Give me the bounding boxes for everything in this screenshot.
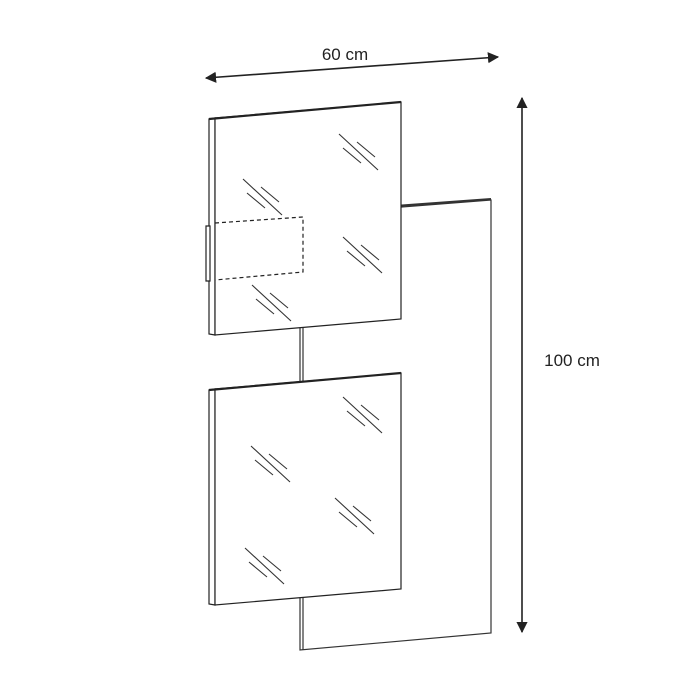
bottom-mirror-edge [208, 388, 216, 606]
top-mirror [205, 100, 402, 336]
width-dimension-arrow [204, 52, 500, 83]
bottom-mirror [208, 371, 402, 606]
bottom-mirror-glass [214, 372, 402, 606]
height-label: 100 cm [544, 351, 600, 370]
top-mirror-glass [214, 101, 402, 336]
hidden-bracket-outline [214, 216, 304, 281]
mounting-bracket [205, 225, 211, 282]
width-label: 60 cm [322, 45, 368, 64]
